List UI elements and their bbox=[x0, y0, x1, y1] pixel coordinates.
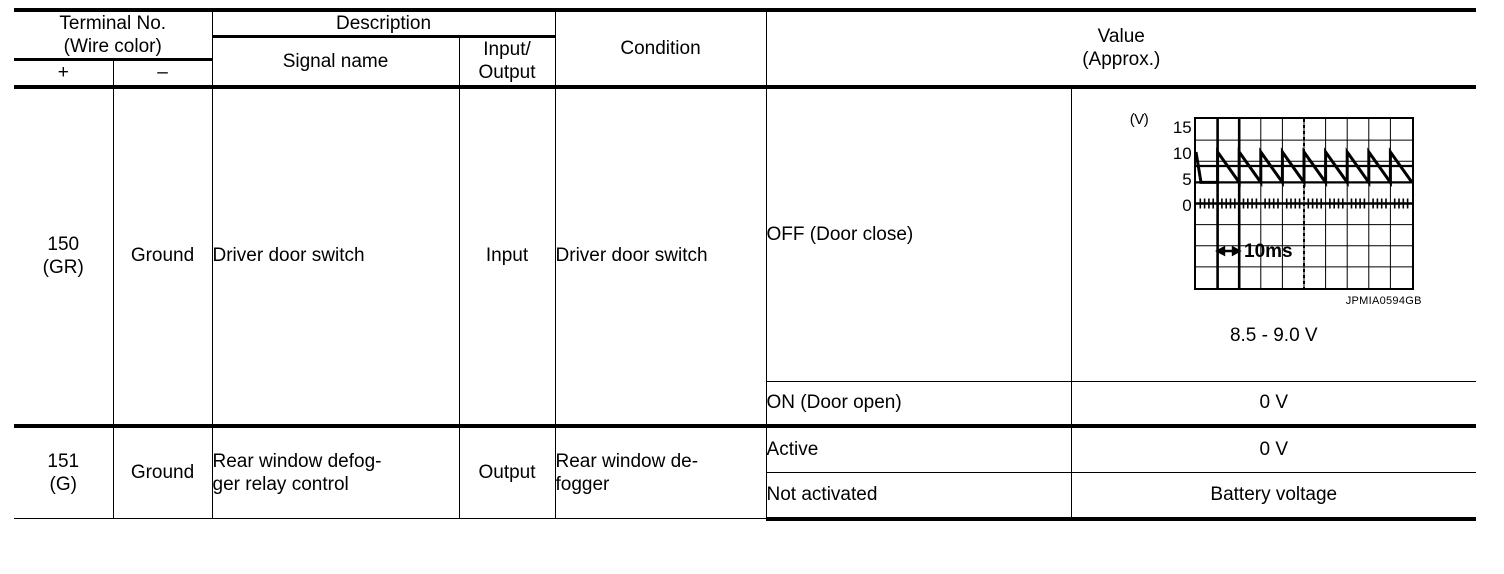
row-input-output-150: Input bbox=[458, 84, 556, 427]
header-terminal-no: Terminal No. (Wire color) bbox=[14, 8, 213, 61]
condition-cell-on-door-open: ON (Door open) bbox=[765, 380, 1072, 427]
figure-code: JPMIA0594GB bbox=[1345, 294, 1422, 307]
row-ground-151: Ground bbox=[112, 423, 213, 520]
row-ground-150: Ground bbox=[112, 84, 213, 427]
table-header: Terminal No. (Wire color) Description Co… bbox=[14, 8, 1477, 88]
table-row: ON (Door open) 0 V bbox=[14, 380, 1477, 427]
header-value: Value (Approx.) bbox=[765, 8, 1477, 88]
waveform-svg: 10ms bbox=[1195, 118, 1412, 288]
header-terminal-no-line1: Terminal No. bbox=[59, 13, 167, 34]
value-cell-not-activated: Battery voltage bbox=[1070, 471, 1477, 521]
row-description-text: Rear window de- fogger bbox=[555, 450, 699, 495]
waveform-trace bbox=[1195, 146, 1412, 187]
row-signal-name-150: Driver door switch bbox=[211, 84, 460, 427]
waveform-zero-axis bbox=[1195, 198, 1412, 209]
row-signal-name-151: Rear window defog- ger relay control bbox=[211, 423, 460, 520]
waveform-tick-15: 15 bbox=[1172, 117, 1192, 137]
row-terminal-number-150: 150 (GR) bbox=[14, 84, 114, 427]
row-terminal-number-151: 151 (G) bbox=[14, 423, 114, 520]
row-description-text: Driver door switch bbox=[555, 245, 708, 267]
oscilloscope-figure: (V) 15 10 5 0 bbox=[1126, 103, 1422, 307]
waveform-envelope bbox=[1195, 164, 1412, 184]
row-description-150: Driver door switch bbox=[554, 84, 767, 427]
header-row-1: Terminal No. (Wire color) Description Co… bbox=[14, 8, 1477, 88]
row-signal-name-text: Rear window defog- ger relay control bbox=[212, 450, 382, 495]
header-input-output-line1: Input/ bbox=[483, 39, 531, 61]
waveform-tick-5: 5 bbox=[1182, 169, 1192, 189]
header-input-output-line2: Output bbox=[478, 62, 536, 84]
row-description-151: Rear window de- fogger bbox=[554, 423, 767, 520]
header-signal-name: Signal name bbox=[211, 35, 460, 88]
header-value-line2: (Approx.) bbox=[1082, 49, 1161, 71]
header-row-2: Signal name Input/ Output bbox=[14, 35, 1476, 88]
condition-cell-active: Active bbox=[765, 423, 1072, 473]
header-condition: Condition bbox=[554, 8, 767, 88]
terminal-wire-color: (GR) bbox=[42, 257, 84, 279]
header-minus: – bbox=[112, 58, 213, 88]
condition-cell-not-activated: Not activated bbox=[765, 471, 1072, 521]
table-body: 150 (GR) Ground Driver door switch Input… bbox=[14, 84, 1477, 521]
condition-cell-off-door-close: OFF (Door close) bbox=[765, 84, 1072, 382]
value-text-range: 8.5 - 9.0 V bbox=[1229, 324, 1318, 346]
header-terminal-no-line2: (Wire color) bbox=[63, 36, 162, 58]
waveform-time-label: 10ms bbox=[1244, 241, 1293, 262]
header-description: Description bbox=[211, 8, 556, 38]
header-plus: + bbox=[14, 58, 114, 88]
table-row: 151 (G) Ground Rear window defog- ger re… bbox=[14, 423, 1477, 520]
table-row: Not activated Battery voltage bbox=[14, 471, 1477, 521]
header-input-output: Input/ Output bbox=[458, 35, 556, 88]
terminal-wire-color: (G) bbox=[49, 473, 77, 495]
terminal-spec-table: Terminal No. (Wire color) Description Co… bbox=[14, 8, 1477, 521]
waveform-figure: (V) 15 10 5 0 bbox=[1072, 89, 1477, 361]
header-value-line1: Value bbox=[1097, 26, 1145, 48]
terminal-number: 150 bbox=[47, 233, 80, 255]
table-row: 150 (GR) Ground Driver door switch Input… bbox=[14, 84, 1477, 427]
waveform-unit-label: (V) bbox=[1129, 110, 1149, 128]
waveform-plot-area: 10ms bbox=[1193, 116, 1414, 290]
header-row-3: + – bbox=[14, 58, 1476, 88]
terminal-number: 151 bbox=[47, 450, 80, 472]
value-cell-on-door-open: 0 V bbox=[1070, 380, 1477, 427]
value-cell-waveform: (V) 15 10 5 0 bbox=[1070, 84, 1477, 382]
waveform-tick-0: 0 bbox=[1182, 195, 1192, 215]
value-cell-active: 0 V bbox=[1070, 423, 1477, 473]
waveform-time-marker bbox=[1214, 245, 1242, 256]
waveform-tick-10: 10 bbox=[1172, 143, 1192, 163]
row-input-output-151: Output bbox=[458, 423, 556, 520]
